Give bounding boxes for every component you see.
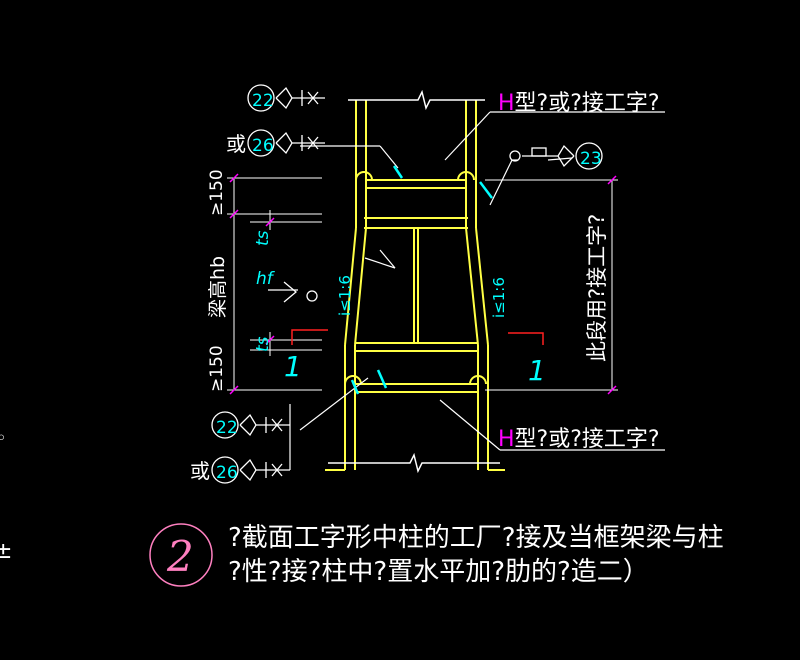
right-segment-label: 此段用?接工字? xyxy=(585,214,609,362)
section-marks xyxy=(291,329,544,345)
dim-ge150-top: ≥150 xyxy=(207,169,227,216)
column-structure xyxy=(325,100,505,471)
dim-ts-bottom: ts xyxy=(253,336,273,352)
weld-marks xyxy=(350,165,493,395)
dim-beam-height: 梁高hb xyxy=(207,256,229,318)
weld-ref-26-top: 26 xyxy=(252,136,274,156)
top-callout-text: 型?或?接工字? xyxy=(515,91,660,116)
detail-circle xyxy=(149,523,213,587)
edge-glyph-mid: ◦ xyxy=(0,428,7,449)
section-mark-right: 1 xyxy=(528,354,546,387)
dimension-ticks xyxy=(229,173,617,395)
section-mark-left: 1 xyxy=(284,350,302,383)
slope-right: i≤1:6 xyxy=(490,277,508,318)
or-label-bottom: 或 xyxy=(190,459,210,483)
dim-hf: hf xyxy=(256,269,276,289)
weld-ref-22-bottom: 22 xyxy=(216,418,238,438)
bottom-callout-text: 型?或?接工字? xyxy=(515,427,660,452)
weld-symbols xyxy=(211,84,603,484)
weld-ref-26-bottom: 26 xyxy=(216,463,238,483)
break-lines xyxy=(328,89,500,474)
dim-ts-top: ts xyxy=(253,230,273,246)
h-mark-top: H xyxy=(498,91,515,116)
detail-title-line2: ?性?接?柱中?置水平加?肋的?造二） xyxy=(228,557,649,587)
detail-title-line1: ?截面工字形中柱的工厂?接及当框架梁与柱 xyxy=(228,523,724,553)
slope-left: i≤1:6 xyxy=(336,275,354,316)
edge-glyph-low: ± xyxy=(0,539,12,564)
or-label-top: 或 xyxy=(226,132,246,156)
detail-number: 2 xyxy=(166,532,194,581)
h-mark-bottom: H xyxy=(498,427,515,452)
dim-ge150-bottom: ≥150 xyxy=(207,345,227,392)
weld-ref-23: 23 xyxy=(580,149,602,169)
top-callout: H型?或?接工字? xyxy=(498,91,660,116)
detail-title: 2 ?截面工字形中柱的工厂?接及当框架梁与柱 ?性?接?柱中?置水平加?肋的?造… xyxy=(149,523,724,587)
bottom-callout: H型?或?接工字? xyxy=(498,427,660,452)
weld-ref-22-top: 22 xyxy=(252,91,274,111)
